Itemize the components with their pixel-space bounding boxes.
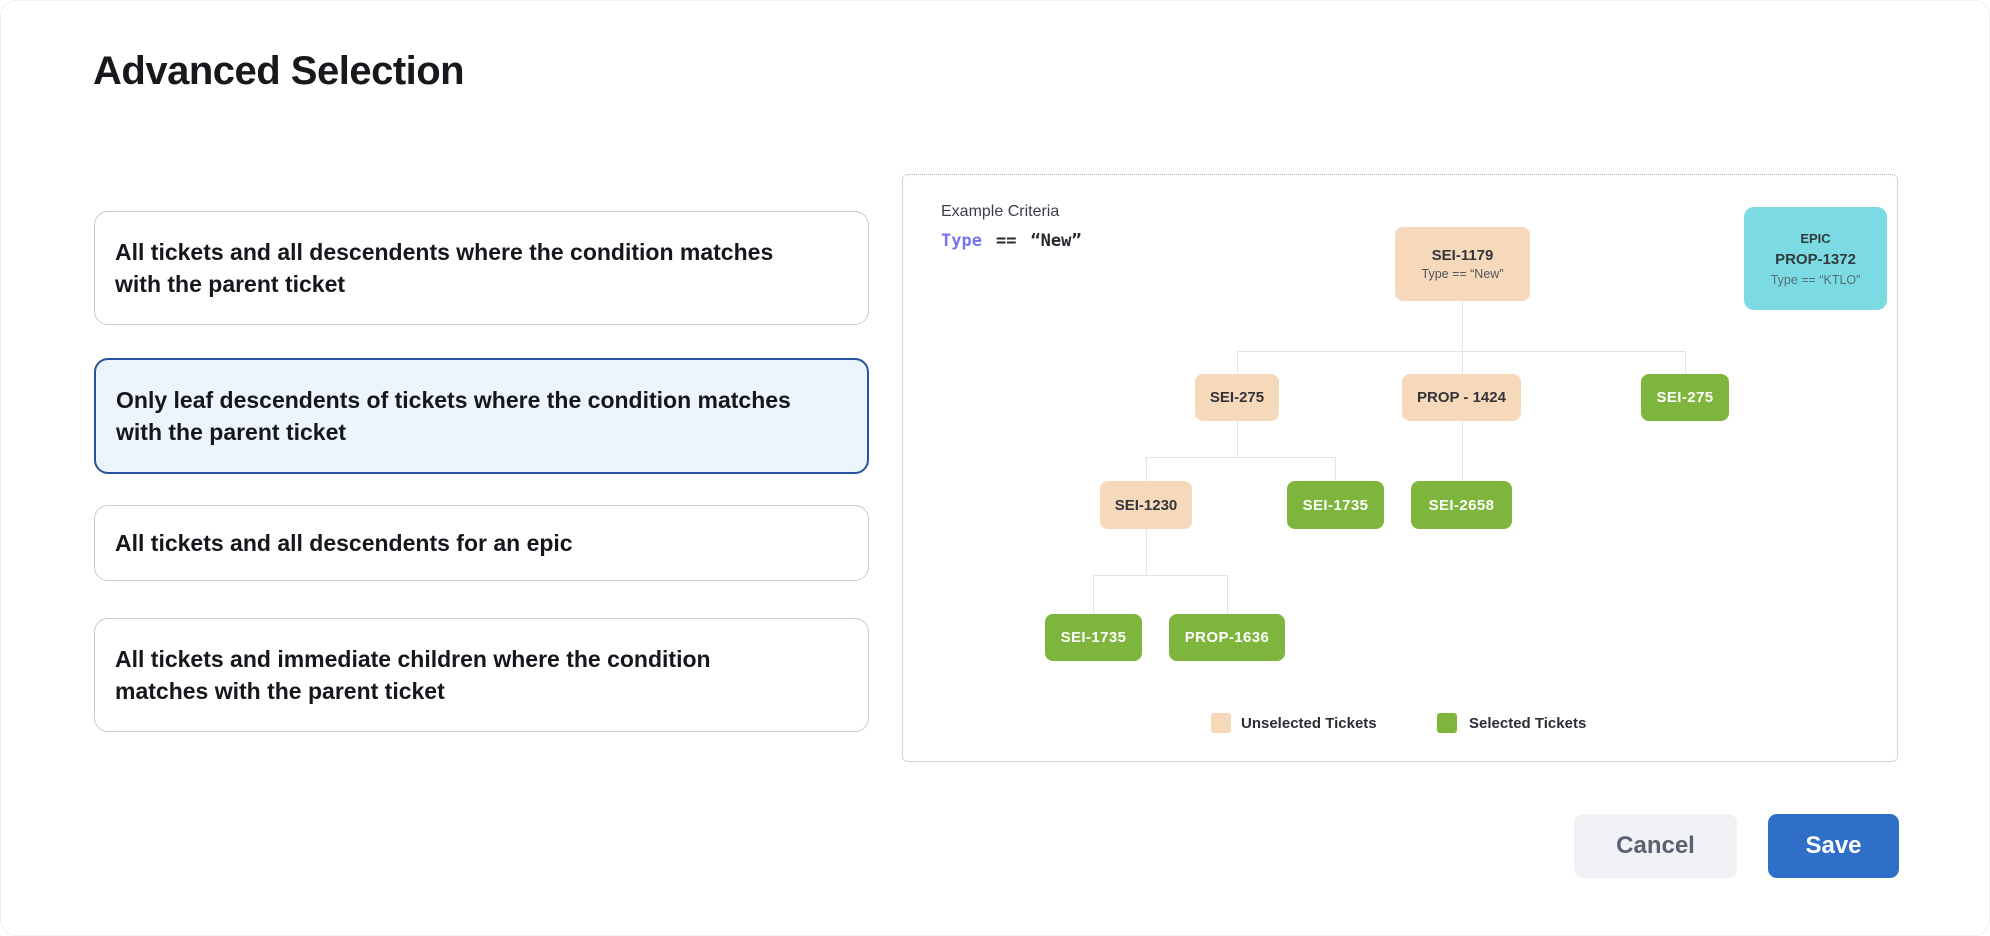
tree-connector [1462,351,1463,374]
tree-node: SEI-2658 [1411,481,1512,529]
unselected-tickets-swatch [1211,713,1231,733]
tree-node-root: SEI-1179 Type == “New” [1395,227,1530,301]
epic-condition: Type == “KTLO” [1770,272,1861,287]
selected-tickets-label: Selected Tickets [1469,715,1587,732]
tree-node: SEI-275 [1641,374,1729,421]
tree-connector [1237,421,1238,457]
tree-connector [1462,301,1463,351]
example-diagram-panel: Example Criteria Type == “New” EPIC PROP-1… [902,174,1898,762]
tree-connector [1685,351,1686,374]
tree-connector [1146,529,1147,575]
option-leaf-descendents-condition[interactable]: Only leaf descendents of tickets where t… [94,358,869,474]
option-label: All tickets and all descendents where th… [115,239,774,297]
example-criteria-heading: Example Criteria [941,203,1060,220]
tree-node-label: SEI-1179 [1431,247,1494,264]
epic-label: PROP-1372 [1775,250,1856,268]
tree-node: SEI-275 [1195,374,1279,421]
unselected-tickets-label: Unselected Tickets [1241,715,1377,732]
page-title: Advanced Selection [93,49,465,93]
tree-node: SEI-1735 [1287,481,1384,529]
epic-card: EPIC PROP-1372 Type == “KTLO” [1744,207,1887,310]
tree-connector [1237,351,1685,352]
option-label: Only leaf descendents of tickets where t… [116,387,791,445]
option-label: All tickets and all descendents for an e… [115,530,573,556]
selected-tickets-swatch [1437,713,1457,733]
tree-node-condition: Type == “New” [1421,267,1504,281]
option-immediate-children-condition[interactable]: All tickets and immediate children where… [94,618,869,732]
epic-title: EPIC [1800,230,1831,246]
cancel-button[interactable]: Cancel [1574,814,1737,878]
tree-connector [1146,457,1147,481]
tree-connector [1227,575,1228,614]
tree-connector [1093,575,1094,614]
save-button[interactable]: Save [1768,814,1899,878]
criteria-value: “New” [1030,231,1082,251]
tree-node: SEI-1735 [1045,614,1142,661]
criteria-operator: == [995,231,1017,251]
example-criteria-expression: Type == “New” [941,231,1082,251]
option-all-descendents-condition[interactable]: All tickets and all descendents where th… [94,211,869,325]
tree-node: PROP - 1424 [1402,374,1521,421]
tree-node: SEI-1230 [1100,481,1192,529]
option-all-descendents-epic[interactable]: All tickets and all descendents for an e… [94,505,869,581]
option-label: All tickets and immediate children where… [115,646,711,704]
tree-connector [1237,351,1238,374]
criteria-field: Type [941,231,982,251]
tree-connector [1462,421,1463,481]
tree-connector [1335,457,1336,481]
tree-connector [1146,457,1335,458]
tree-connector [1093,575,1227,576]
tree-node: PROP-1636 [1169,614,1285,661]
